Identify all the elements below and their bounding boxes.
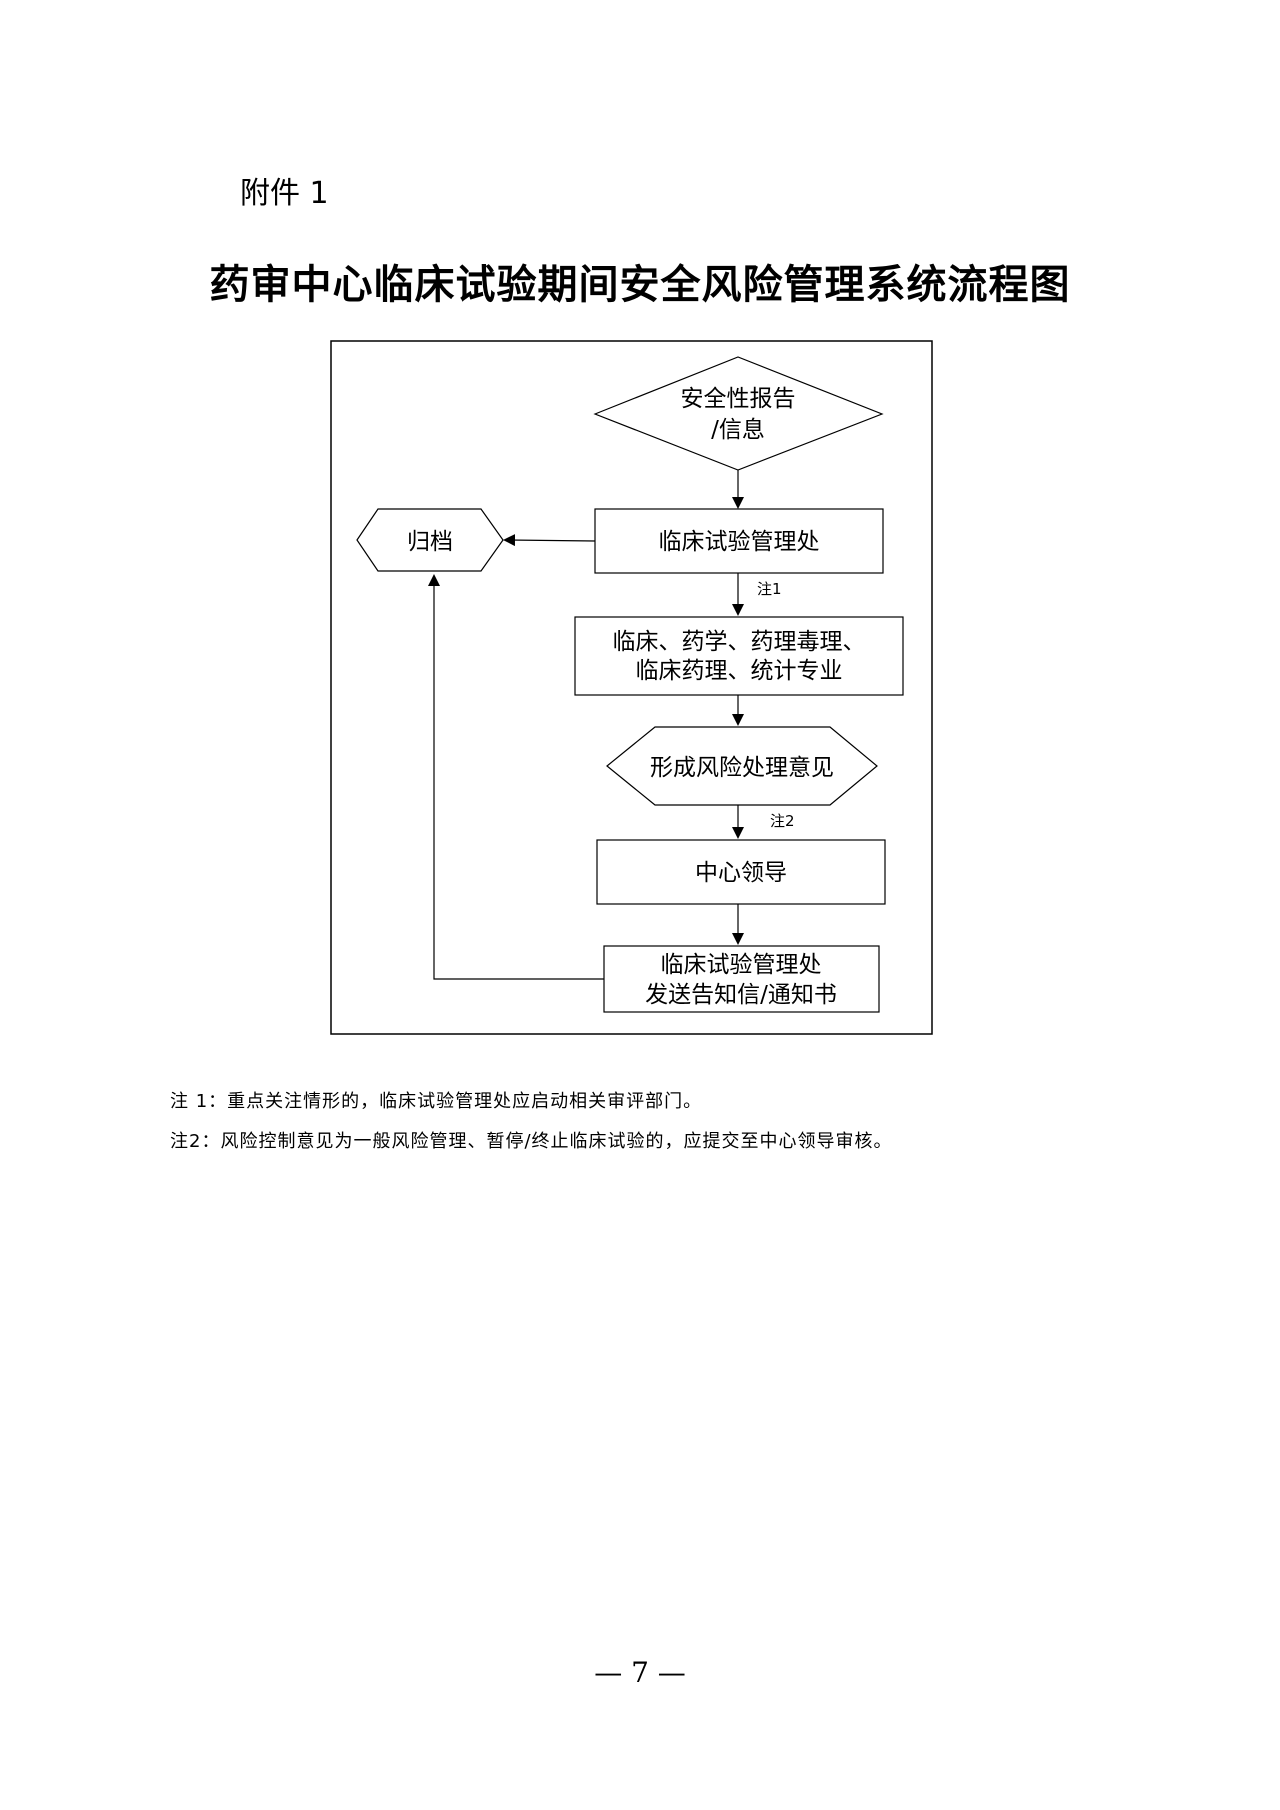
send-notice-box bbox=[603, 945, 880, 1013]
archive-hexagon bbox=[356, 508, 504, 572]
flowchart: 安全性报告 /信息 临床试验管理处 归档 注1 临床、药学、药理毒理、 临床药理… bbox=[330, 340, 933, 1035]
arrow-notice-to-archive bbox=[428, 574, 604, 980]
edge-label-note1: 注1 bbox=[757, 580, 782, 598]
flowchart-frame bbox=[330, 340, 933, 1035]
edge-label-note2: 注2 bbox=[770, 812, 795, 830]
risk-opinion-label: 形成风险处理意见 bbox=[650, 755, 834, 781]
clinical-trial-office-box bbox=[594, 508, 884, 574]
clinical-trial-office-label: 临床试验管理处 bbox=[659, 529, 820, 555]
page-number: — 7 — bbox=[594, 1656, 686, 1689]
arrow-office-to-archive bbox=[503, 534, 596, 547]
specialties-line2: 临床药理、统计专业 bbox=[636, 658, 843, 684]
document-title: 药审中心临床试验期间安全风险管理系统流程图 bbox=[209, 262, 1071, 308]
archive-label: 归档 bbox=[407, 529, 453, 555]
notes-section: 注 1：重点关注情形的，临床试验管理处应启动相关审评部门。 注2：风险控制意见为… bbox=[170, 1082, 893, 1162]
center-leadership-label: 中心领导 bbox=[695, 860, 787, 886]
specialties-box bbox=[574, 616, 904, 696]
note-1: 注 1：重点关注情形的，临床试验管理处应启动相关审评部门。 bbox=[170, 1091, 703, 1112]
risk-opinion-hexagon bbox=[606, 726, 878, 806]
safety-report-diamond bbox=[593, 356, 884, 471]
send-notice-line2: 发送告知信/通知书 bbox=[645, 982, 837, 1008]
specialties-line1: 临床、药学、药理毒理、 bbox=[613, 629, 866, 655]
center-leadership-box bbox=[596, 839, 886, 905]
safety-report-line1: 安全性报告 bbox=[681, 386, 796, 412]
send-notice-line1: 临床试验管理处 bbox=[661, 952, 822, 978]
safety-report-line2: /信息 bbox=[711, 417, 765, 443]
note-2: 注2：风险控制意见为一般风险管理、暂停/终止临床试验的，应提交至中心领导审核。 bbox=[170, 1131, 893, 1152]
attachment-label: 附件 1 bbox=[240, 176, 329, 211]
